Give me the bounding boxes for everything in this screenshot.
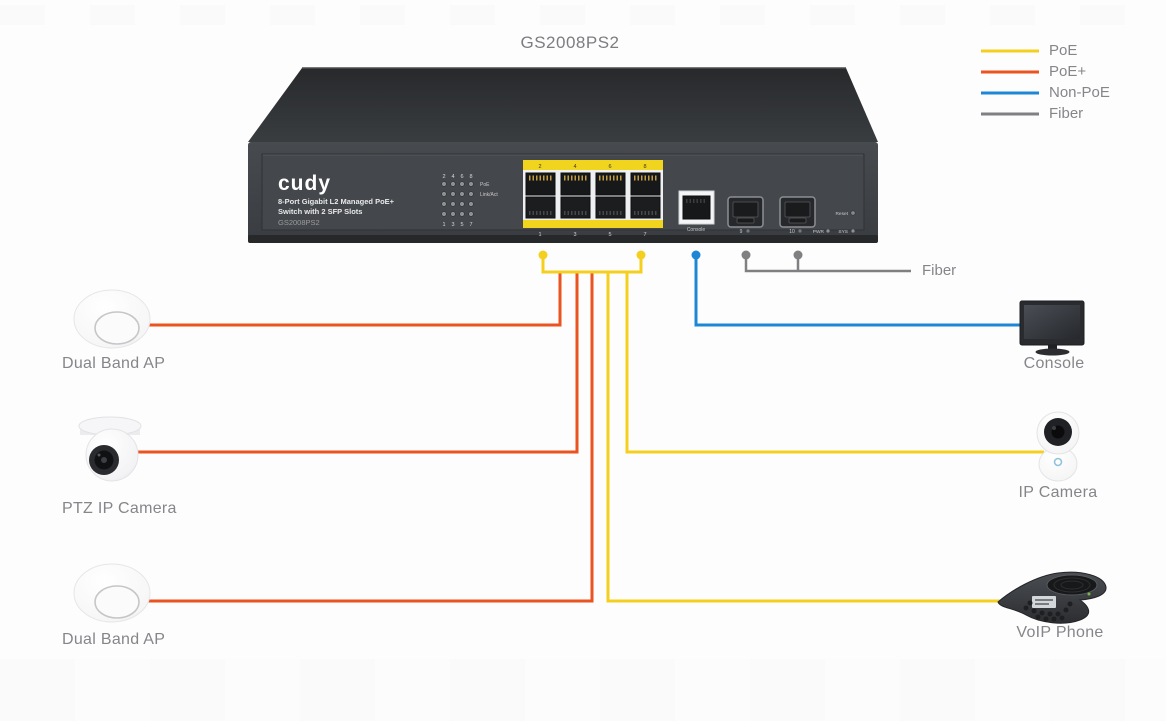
fiber-trunk-label: Fiber: [922, 262, 957, 279]
legend-item-poe-plus: PoE+: [980, 61, 1110, 82]
legend-label: PoE+: [1049, 63, 1087, 80]
dual-band-ap-bottom-icon: [73, 563, 151, 623]
legend-label: Fiber: [1049, 105, 1084, 122]
rj45-port-block: 2 4 6 8 1 3 5 7: [523, 160, 663, 238]
fiber-line-swatch-icon: [981, 112, 1039, 115]
legend-item-fiber: Fiber: [980, 103, 1110, 124]
ip-camera-icon: [1036, 411, 1080, 482]
legend: PoE PoE+ Non-PoE Fiber: [980, 40, 1110, 124]
led-col-number: 4: [451, 174, 454, 180]
led-col-number: 5: [460, 222, 463, 228]
cable-non-poe-console: [694, 257, 1022, 327]
background-stripe-band-top: [0, 5, 1166, 25]
sfp-port-dot: [741, 250, 751, 260]
port-number: 5: [608, 232, 611, 238]
port-number: 1: [538, 232, 541, 238]
port-number: 6: [608, 164, 611, 170]
led-col-number: 8: [469, 174, 472, 180]
port-number: 8: [643, 164, 646, 170]
diagram-title: GS2008PS2: [520, 33, 620, 52]
non-poe-line-swatch-icon: [981, 91, 1039, 94]
sfp-label: 10: [789, 229, 795, 235]
cable-poe-plus-ap-bottom: [146, 273, 594, 603]
led-col-number: 6: [460, 174, 463, 180]
led-grid: [441, 181, 474, 217]
console-port-dot: [691, 250, 701, 260]
console-port-label: Console: [687, 227, 706, 233]
ptz-ip-camera-icon: [78, 416, 142, 482]
led-col-number: 1: [442, 222, 445, 228]
voip-keypad: [1023, 600, 1073, 622]
sfp-slot-9: 9: [727, 196, 764, 235]
sfp-slot-10: 10: [779, 196, 816, 235]
led-block: 2 4 6 8 PoE Link/Act 1 3 5 7: [441, 174, 498, 228]
poe-port-dot: [538, 250, 548, 260]
poe-port-dot: [636, 250, 646, 260]
led-col-number: 3: [451, 222, 454, 228]
switch-desc-line1: 8-Port Gigabit L2 Managed PoE+: [278, 197, 395, 206]
sfp-led: [798, 229, 802, 233]
sfp-port-dot: [793, 250, 803, 260]
background-stripe-band-bottom: [0, 659, 1166, 721]
port-number: 2: [538, 164, 541, 170]
legend-item-non-poe: Non-PoE: [980, 82, 1110, 103]
pwr-led: [826, 229, 830, 233]
switch-bottom-strip: [248, 235, 878, 243]
dual-band-ap-bottom-label: Dual Band AP: [62, 631, 166, 648]
console-label: Console: [1023, 355, 1085, 372]
voip-phone-icon: [997, 571, 1107, 624]
port-number: 7: [643, 232, 646, 238]
port-highlight-strip-bottom: [523, 220, 663, 228]
port-number: 3: [573, 232, 576, 238]
sys-label: SYS: [838, 229, 848, 235]
console-monitor-icon: [1019, 300, 1085, 356]
rj45-ports-top-row: [525, 172, 661, 196]
console-port: Console: [678, 190, 715, 233]
cable-poe-plus-ap-top: [145, 273, 562, 327]
legend-label: PoE: [1049, 42, 1078, 59]
rj45-ports-bottom-row: [525, 196, 661, 219]
legend-label: Non-PoE: [1049, 84, 1110, 101]
sfp-label: 9: [740, 229, 743, 235]
voip-phone-label: VoIP Phone: [1016, 624, 1104, 641]
sfp-led: [746, 229, 750, 233]
switch-gs2008ps2: cudy 8-Port Gigabit L2 Managed PoE+ Swit…: [248, 67, 878, 243]
switch-model: GS2008PS2: [278, 218, 320, 227]
cable-poe-voip-phone: [606, 272, 1004, 603]
dual-band-ap-top-icon: [73, 289, 151, 349]
legend-item-poe: PoE: [980, 40, 1110, 61]
ptz-ip-camera-label: PTZ IP Camera: [62, 500, 177, 517]
switch-top-face: [248, 68, 878, 142]
ip-camera-label: IP Camera: [1018, 484, 1098, 501]
pwr-label: PWR: [813, 229, 825, 235]
led-row-label-poe: PoE: [480, 182, 490, 188]
reset-button: [850, 210, 856, 216]
led-row-label-linkact: Link/Act: [480, 192, 498, 198]
cable-poe-plus-ptz-camera: [136, 273, 579, 454]
port-number: 4: [573, 164, 576, 170]
sys-led: [851, 229, 855, 233]
switch-desc-line2: Switch with 2 SFP Slots: [278, 207, 362, 216]
port-highlight-strip-top: [523, 160, 663, 170]
poe-plus-line-swatch-icon: [981, 70, 1039, 73]
cudy-logo: cudy: [278, 172, 331, 195]
cable-poe-ip-camera: [625, 272, 1044, 454]
led-col-number: 2: [442, 174, 445, 180]
poe-port-bus: [541, 257, 643, 274]
dual-band-ap-top-label: Dual Band AP: [62, 355, 166, 372]
reset-label: Reset: [835, 211, 848, 217]
poe-line-swatch-icon: [981, 49, 1039, 52]
led-col-number: 7: [469, 222, 472, 228]
